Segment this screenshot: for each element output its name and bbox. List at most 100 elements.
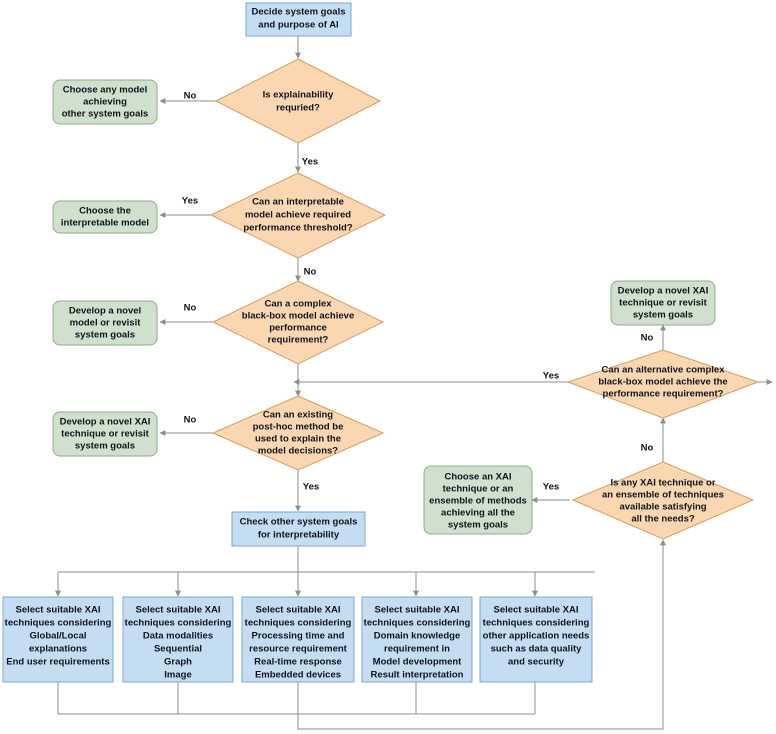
- node-select-xai-processing-time-line-5: Embedded devices: [255, 670, 341, 681]
- node-choose-any-model-line-1: achieving: [83, 97, 127, 108]
- node-select-xai-other-needs-line-0: Select suitable XAI: [493, 605, 578, 616]
- node-develop-novel-model-line-1: model or revisit: [70, 318, 142, 329]
- node-check-other-system-goals-line-0: Check other system goals: [240, 517, 358, 528]
- edge-label-anyxai-no: No: [641, 443, 654, 454]
- node-can-interpretable-model-line-0: Can an interpretable: [252, 197, 344, 208]
- node-develop-novel-model-line-0: Develop a novel: [69, 306, 141, 317]
- edge-label-posthoc-no: No: [184, 415, 197, 426]
- node-choose-xai-technique-line-0: Choose an XAI: [444, 472, 511, 483]
- node-select-xai-data-modalities-line-2: Data modalities: [143, 631, 213, 642]
- node-select-xai-processing-time-line-1: techniques considering: [245, 618, 352, 629]
- node-can-complex-blackbox-line-0: Can a complex: [264, 299, 332, 310]
- edge-labels-layer: No Yes Yes No No No Yes Yes No No Yes: [182, 91, 654, 493]
- node-can-interpretable-model[interactable]: Can an interpretable model achieve requi…: [209, 172, 387, 259]
- node-choose-any-model[interactable]: Choose any model achieving other system …: [52, 79, 158, 125]
- edge-label-explainability-no: No: [184, 91, 197, 102]
- node-decide-system-goals[interactable]: Decide system goals and purpose of AI: [245, 2, 352, 37]
- node-select-xai-other-needs-line-2: other application needs: [483, 631, 590, 642]
- node-select-xai-global-local-line-1: techniques considering: [5, 618, 112, 629]
- node-is-explainability-required-line-0: Is explainability: [263, 90, 334, 101]
- node-choose-xai-technique-line-2: ensemble of methods: [429, 496, 527, 507]
- edge-label-posthoc-yes: Yes: [303, 482, 319, 493]
- node-can-existing-posthoc[interactable]: Can an existing post-hoc method be used …: [211, 395, 385, 471]
- node-develop-novel-xai-left-line-0: Develop a novel XAI: [60, 417, 151, 428]
- node-select-xai-domain-knowledge[interactable]: Select suitable XAI techniques consideri…: [361, 596, 473, 683]
- node-select-xai-processing-time[interactable]: Select suitable XAI techniques consideri…: [241, 596, 355, 683]
- node-can-interpretable-model-line-1: model achieve required: [245, 210, 351, 221]
- node-decide-system-goals-line-0: Decide system goals: [252, 7, 346, 18]
- node-develop-novel-xai-right-line-0: Develop a novel XAI: [618, 286, 709, 297]
- node-develop-novel-xai-left-line-1: technique or revisit: [61, 429, 149, 440]
- node-choose-interpretable-model-line-0: Choose the: [79, 206, 131, 217]
- edge-label-anyxai-yes: Yes: [543, 482, 559, 493]
- node-select-xai-domain-knowledge-line-1: techniques considering: [364, 618, 471, 629]
- node-develop-novel-xai-right-line-1: technique or revisit: [619, 298, 707, 309]
- node-is-any-xai-available-line-3: all the needs?: [631, 514, 695, 525]
- node-is-explainability-required[interactable]: Is explainability requried?: [214, 58, 382, 144]
- edge-label-explainability-yes: Yes: [302, 157, 318, 168]
- node-choose-interpretable-model[interactable]: Choose the interpretable model: [52, 200, 158, 234]
- node-can-complex-blackbox-line-3: requirement?: [268, 335, 329, 346]
- node-select-xai-other-needs-line-4: and security: [508, 657, 565, 668]
- node-select-xai-domain-knowledge-line-3: requirement in: [384, 644, 450, 655]
- node-choose-xai-technique[interactable]: Choose an XAI technique or an ensemble o…: [423, 465, 533, 535]
- edge-label-interpretable-no: No: [304, 267, 317, 278]
- node-select-xai-data-modalities[interactable]: Select suitable XAI techniques consideri…: [122, 596, 234, 683]
- node-choose-any-model-line-0: Choose any model: [63, 85, 147, 96]
- node-choose-xai-technique-line-4: system goals: [448, 520, 508, 531]
- node-select-xai-data-modalities-line-5: Image: [164, 670, 191, 681]
- node-select-xai-other-needs-line-3: such as data quality: [491, 644, 583, 655]
- node-select-xai-domain-knowledge-line-5: Result interpretation: [371, 670, 464, 681]
- node-select-xai-data-modalities-line-4: Graph: [164, 657, 192, 668]
- node-is-any-xai-available-line-0: Is any XAI technique or: [610, 478, 715, 489]
- node-select-xai-global-local-line-3: explanations: [29, 644, 87, 655]
- node-can-complex-blackbox[interactable]: Can a complex black-box model achieve pe…: [211, 280, 385, 365]
- node-select-xai-processing-time-line-0: Select suitable XAI: [255, 605, 340, 616]
- edge-label-alt-blackbox-no: No: [641, 333, 654, 344]
- node-can-alternative-blackbox-line-0: Can an alternative complex: [601, 365, 725, 376]
- edge-label-blackbox-no: No: [184, 303, 197, 314]
- node-can-complex-blackbox-line-2: performance: [269, 323, 327, 334]
- node-select-xai-domain-knowledge-line-4: Model development: [373, 657, 463, 668]
- node-choose-xai-technique-line-1: technique or an: [443, 484, 514, 495]
- node-is-explainability-required-line-1: requried?: [276, 103, 320, 114]
- node-select-xai-data-modalities-line-1: techniques considering: [125, 618, 232, 629]
- node-select-xai-global-local-line-0: Select suitable XAI: [15, 605, 100, 616]
- node-select-xai-processing-time-line-4: Real-time response: [254, 657, 342, 668]
- node-choose-interpretable-model-line-1: interpretable model: [61, 218, 149, 229]
- node-select-xai-processing-time-line-3: resource requirement: [249, 644, 348, 655]
- node-can-existing-posthoc-line-3: model decisions?: [258, 446, 338, 457]
- node-select-xai-other-needs[interactable]: Select suitable XAI techniques consideri…: [479, 596, 593, 683]
- node-choose-any-model-line-2: other system goals: [62, 109, 149, 120]
- node-develop-novel-xai-right-line-2: system goals: [633, 310, 693, 321]
- node-choose-xai-technique-line-3: achieving all the: [441, 508, 515, 519]
- node-is-any-xai-available-line-1: an ensemble of techniques: [602, 490, 724, 501]
- node-develop-novel-model-line-2: system goals: [75, 330, 135, 341]
- node-decide-system-goals-line-1: and purpose of AI: [258, 20, 338, 31]
- node-develop-novel-xai-right[interactable]: Develop a novel XAI technique or revisit…: [610, 280, 716, 326]
- node-select-xai-other-needs-line-1: techniques considering: [483, 618, 590, 629]
- node-is-any-xai-available[interactable]: Is any XAI technique or an ensemble of t…: [571, 461, 755, 540]
- node-select-xai-data-modalities-line-3: Sequential: [154, 644, 202, 655]
- node-can-alternative-blackbox[interactable]: Can an alternative complex black-box mod…: [566, 349, 760, 419]
- node-can-alternative-blackbox-line-2: performance requirement?: [603, 389, 724, 400]
- edge-feedback-to-anyxai: [297, 539, 666, 730]
- node-is-any-xai-available-line-2: available satisfying: [619, 502, 706, 513]
- node-select-xai-global-local-line-2: Global/Local: [29, 631, 86, 642]
- node-select-xai-global-local[interactable]: Select suitable XAI techniques consideri…: [2, 596, 114, 683]
- node-develop-novel-xai-left[interactable]: Develop a novel XAI technique or revisit…: [52, 411, 158, 457]
- node-select-xai-domain-knowledge-line-0: Select suitable XAI: [374, 605, 459, 616]
- node-develop-novel-model[interactable]: Develop a novel model or revisit system …: [52, 300, 158, 346]
- node-check-other-system-goals[interactable]: Check other system goals for interpretab…: [231, 511, 366, 547]
- node-can-existing-posthoc-line-0: Can an existing: [263, 410, 333, 421]
- node-can-complex-blackbox-line-1: black-box model achieve: [242, 311, 354, 322]
- node-can-existing-posthoc-line-1: post-hoc method be: [253, 422, 344, 433]
- node-select-xai-domain-knowledge-line-2: Domain knowledge: [374, 631, 461, 642]
- edge-label-alt-blackbox-yes: Yes: [543, 371, 559, 382]
- node-develop-novel-xai-left-line-2: system goals: [75, 441, 135, 452]
- node-select-xai-data-modalities-line-0: Select suitable XAI: [135, 605, 220, 616]
- node-select-xai-global-local-line-4: End user requirements: [6, 657, 109, 668]
- edge-label-interpretable-yes: Yes: [182, 196, 198, 207]
